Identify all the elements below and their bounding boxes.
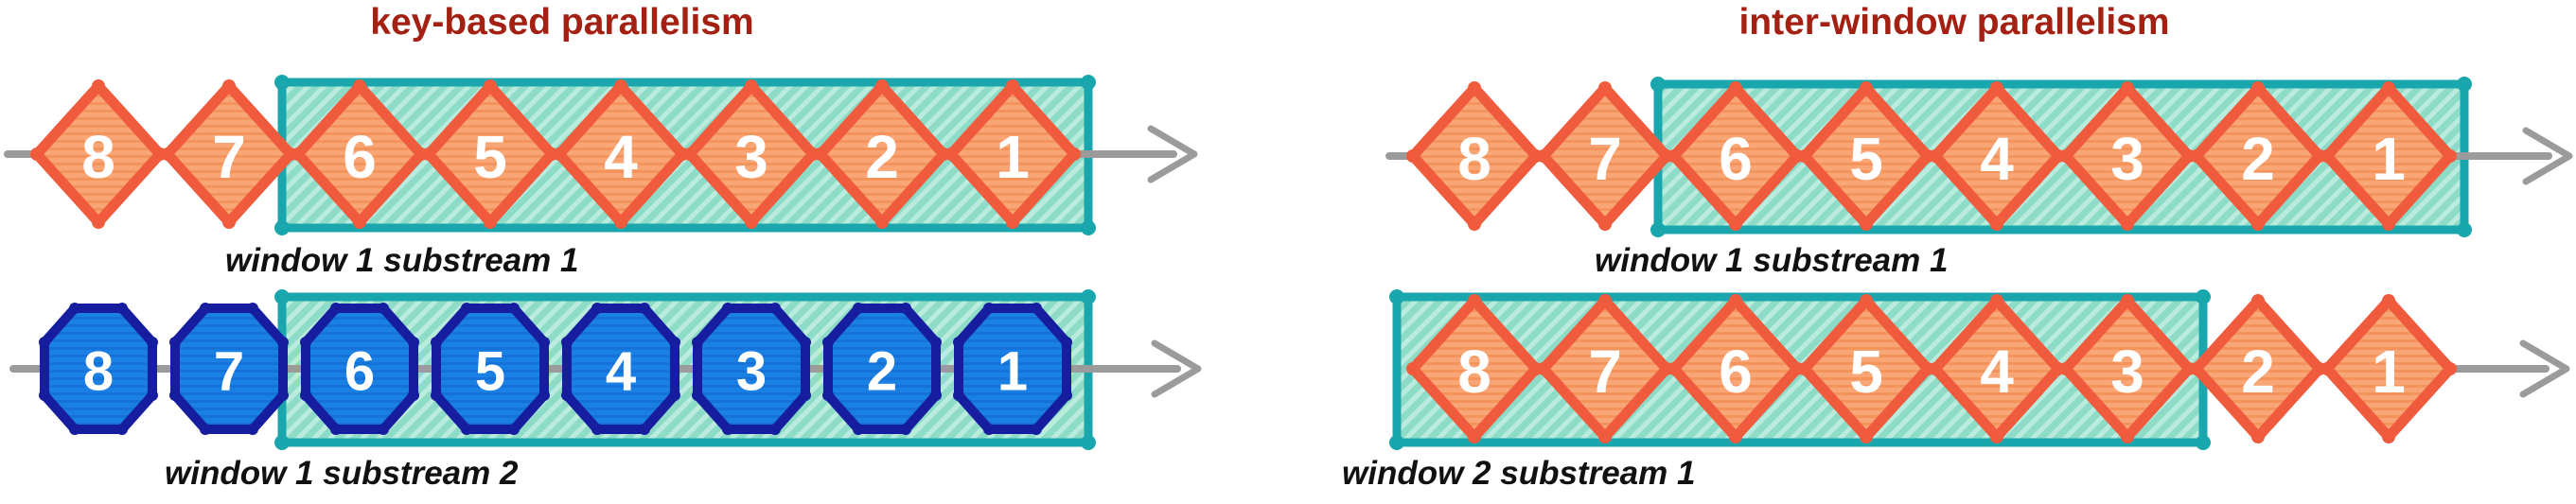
event-diamond-1: 1: [2320, 294, 2457, 443]
event-number: 4: [1980, 338, 2014, 406]
stream-arrow-icon: [1147, 125, 1198, 183]
event-number: 8: [1457, 338, 1491, 406]
event-number: 6: [343, 123, 377, 191]
event-number: 5: [1849, 125, 1883, 193]
event-number: 6: [1719, 125, 1753, 193]
event-stream-row-panel1-row1: 8 7 6 5 4 3 2 1: [4, 75, 1198, 235]
event-number: 3: [736, 341, 767, 403]
label-left-row2: window 1 substream 2: [165, 455, 519, 492]
window-box-corner-dot: [274, 75, 290, 90]
window-box-corner-dot: [1081, 435, 1096, 450]
left-panel-title: key-based parallelism: [370, 2, 754, 43]
event-octagon-7: 7: [169, 303, 289, 435]
event-diamond-5: 5: [1798, 294, 1934, 443]
event-number: 2: [867, 341, 897, 403]
event-diamond-3: 3: [683, 79, 820, 229]
window-box-corner-dot: [1081, 75, 1096, 90]
window-box-corner-dot: [1081, 220, 1096, 235]
event-diamond-7: 7: [1537, 81, 1673, 231]
event-number: 3: [2110, 125, 2144, 193]
event-number: 1: [997, 341, 1028, 403]
event-number: 6: [1719, 338, 1753, 406]
window-box-corner-dot: [2457, 222, 2472, 237]
event-number: 2: [2241, 338, 2275, 406]
event-diamond-5: 5: [1798, 81, 1934, 231]
event-number: 8: [81, 123, 115, 191]
event-diamond-8: 8: [30, 79, 167, 229]
event-octagon-3: 3: [692, 303, 811, 435]
event-diamond-8: 8: [1406, 81, 1543, 231]
event-diamond-6: 6: [1667, 294, 1804, 443]
label-right-row1: window 1 substream 1: [1595, 242, 1949, 279]
event-number: 7: [212, 123, 246, 191]
event-number: 2: [865, 123, 899, 191]
event-octagon-8: 8: [39, 303, 158, 435]
event-number: 5: [473, 123, 507, 191]
event-number: 8: [1457, 125, 1491, 193]
event-diamond-6: 6: [291, 79, 428, 229]
window-box-corner-dot: [274, 220, 290, 235]
stream-arrow-icon: [2519, 339, 2570, 398]
event-octagon-1: 1: [953, 303, 1072, 435]
event-number: 1: [2372, 338, 2406, 406]
event-diamond-4: 4: [553, 79, 689, 229]
event-number: 5: [475, 341, 505, 403]
event-diamond-2: 2: [814, 79, 950, 229]
event-number: 4: [606, 341, 636, 403]
stream-arrow-icon: [1151, 339, 1202, 398]
window-box-corner-dot: [1389, 289, 1404, 304]
event-diamond-1: 1: [944, 79, 1081, 229]
window-box-corner-dot: [274, 435, 290, 450]
window-box-corner-dot: [2196, 289, 2211, 304]
window-box-corner-dot: [2457, 77, 2472, 92]
event-number: 1: [2372, 125, 2406, 193]
event-diamond-7: 7: [161, 79, 297, 229]
label-left-row1: window 1 substream 1: [225, 242, 579, 279]
window-box-corner-dot: [1650, 222, 1666, 237]
event-number: 7: [1588, 338, 1622, 406]
event-stream-row-panel2-row1: 8 7 6 5 4 3 2 1: [1385, 77, 2573, 237]
window-box-corner-dot: [1081, 289, 1096, 304]
event-number: 8: [83, 341, 114, 403]
event-diamond-1: 1: [2320, 81, 2457, 231]
event-octagon-5: 5: [431, 303, 550, 435]
event-octagon-4: 4: [561, 303, 680, 435]
event-diamond-4: 4: [1929, 294, 2065, 443]
event-diamond-2: 2: [2190, 294, 2326, 443]
label-right-row2: window 2 substream 1: [1342, 455, 1696, 492]
event-diamond-7: 7: [1537, 294, 1673, 443]
event-number: 7: [1588, 125, 1622, 193]
event-number: 3: [2110, 338, 2144, 406]
event-number: 6: [344, 341, 375, 403]
right-panel-title: inter-window parallelism: [1738, 2, 2170, 43]
event-diamond-3: 3: [2059, 81, 2196, 231]
window-box-corner-dot: [2196, 435, 2211, 450]
event-stream-row-panel1-row2: 8 7 6 5 4 3 2 1: [9, 289, 1202, 450]
event-octagon-2: 2: [822, 303, 942, 435]
window-box-corner-dot: [274, 289, 290, 304]
event-diamond-3: 3: [2059, 294, 2196, 443]
event-number: 4: [604, 123, 638, 191]
event-number: 5: [1849, 338, 1883, 406]
event-stream-row-panel2-row2: 8 7 6 5 4 3 2 1: [1389, 289, 2570, 450]
event-octagon-6: 6: [300, 303, 419, 435]
event-diamond-5: 5: [422, 79, 558, 229]
event-diamond-4: 4: [1929, 81, 2065, 231]
window-box-corner-dot: [1389, 435, 1404, 450]
event-diamond-8: 8: [1406, 294, 1543, 443]
event-number: 2: [2241, 125, 2275, 193]
stream-arrow-icon: [2522, 127, 2573, 185]
event-number: 3: [734, 123, 768, 191]
event-number: 1: [996, 123, 1030, 191]
event-number: 7: [214, 341, 244, 403]
window-box-corner-dot: [1650, 77, 1666, 92]
event-number: 4: [1980, 125, 2014, 193]
